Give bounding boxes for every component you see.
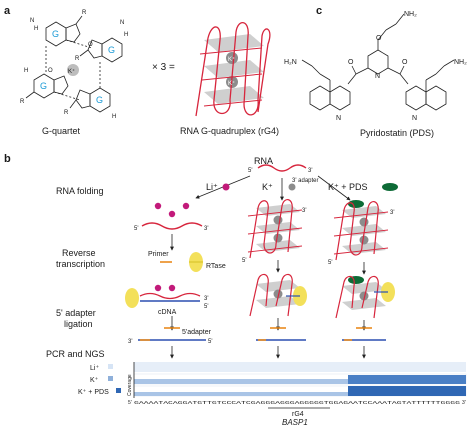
legend-swatch-k [108, 376, 113, 381]
rg4-quadruplex-drawing [195, 22, 271, 117]
legend-swatch-li [108, 364, 113, 369]
pds-o-top: O [376, 35, 382, 42]
arrow-branch-kpds [317, 175, 351, 201]
atom-h-2: H [124, 32, 128, 38]
li-column [125, 202, 206, 359]
step-rt-1: Reverse [62, 248, 96, 258]
atom-r-4: R [64, 110, 69, 116]
kpds-column [333, 200, 395, 359]
panel-a-letter: a [4, 5, 11, 17]
li-ion-icon [222, 183, 230, 191]
k-ion-circle [67, 64, 79, 76]
rg4-region-label: rG4 [292, 411, 304, 418]
times-three-label: × 3 = [152, 62, 175, 73]
pds-caption: Pyridostatin (PDS) [360, 128, 434, 138]
pds-structure [301, 13, 455, 111]
pds-nh2-top: NH₂ [404, 11, 417, 18]
step-rt-2: transcription [56, 259, 105, 269]
atom-h-4: H [112, 114, 116, 120]
g-quartet-caption: G-quartet [42, 126, 81, 136]
three-adapter-label: 3' adapter [292, 178, 319, 184]
pds-n-left-ring: N [336, 115, 341, 122]
rg4-ion-top: K⁺ [228, 56, 235, 63]
gene-label: BASP1 [282, 418, 308, 426]
pds-h2n-left: H₂N [284, 59, 297, 66]
lig-5prime: 5' [208, 339, 212, 345]
primer-label: Primer [148, 251, 169, 258]
k-ion-icon [288, 183, 296, 191]
pds-nh2-right: NH₂ [454, 59, 467, 66]
atom-h-1: H [34, 26, 38, 32]
lig-3prime: 3' [128, 339, 132, 345]
step-ligation-1: 5' adapter [56, 308, 96, 318]
g-base-1: G [52, 29, 59, 39]
seq-3prime: 3' [462, 400, 466, 406]
track-label-kpds: K⁺ + PDS [78, 389, 109, 396]
step-ligation-2: ligation [64, 319, 93, 329]
rtase-label: RTase [206, 263, 226, 270]
k-ion-label: K⁺ [68, 68, 75, 75]
cdna-label: cDNA [158, 309, 177, 316]
atom-n-2: N [30, 18, 34, 24]
atom-h-3: H [24, 68, 28, 74]
g-base-2: G [108, 45, 115, 55]
pds-n-center: N [375, 73, 380, 80]
cdna-5prime: 5' [204, 304, 208, 310]
cdna-3prime: 3' [204, 296, 208, 302]
rna-5prime: 5' [248, 168, 252, 174]
atom-o-2: O [48, 68, 53, 74]
track-kpds-low [134, 392, 348, 396]
adapter5-label: 5'adapter [182, 329, 212, 336]
atom-o-1: O [88, 42, 93, 48]
seq-5prime: 5' [128, 400, 132, 406]
kpds-3prime: 3' [390, 210, 394, 216]
g-quartet-structure [25, 15, 123, 113]
li-3prime: 3' [204, 226, 208, 232]
atom-n-1: N [120, 20, 124, 26]
condition-kpds-label: K⁺ + PDS [328, 182, 368, 192]
pds-o-right: O [402, 59, 408, 66]
g-base-3: G [40, 81, 47, 91]
g-base-4: G [96, 95, 103, 105]
track-k-low [134, 379, 348, 384]
rg4-ion-bottom: K⁺ [228, 80, 235, 87]
kpds-5prime: 5' [328, 260, 332, 266]
pds-o-left: O [348, 59, 354, 66]
track-li [134, 362, 466, 372]
rg4-caption: RNA G-quadruplex (rG4) [180, 126, 279, 136]
atom-r-1: R [82, 10, 87, 16]
step-pcr: PCR and NGS [46, 349, 105, 359]
condition-li-label: Li⁺ [206, 182, 218, 192]
atom-r-3: R [20, 99, 25, 105]
legend-swatch-kpds [116, 388, 121, 393]
atom-r-2: R [75, 56, 80, 62]
step-folding: RNA folding [56, 186, 104, 196]
coverage-axis-label: Coverage [127, 374, 133, 396]
panel-b-letter: b [4, 153, 11, 165]
panel-c-letter: c [316, 5, 322, 17]
sequence-text: GAAAATACAGGATGTTGTCCCATCGAGGGAGGGAGGGGGT… [134, 400, 460, 406]
pds-ligand-icon [382, 183, 398, 191]
track-k-high [348, 375, 466, 384]
track-label-li: Li⁺ [90, 365, 99, 372]
li-5prime: 5' [134, 226, 138, 232]
condition-k-label: K⁺ [262, 182, 273, 192]
k-3prime: 3' [302, 208, 306, 214]
k-5prime: 5' [242, 258, 246, 264]
k-column [247, 199, 307, 359]
pds-n-right-ring: N [412, 115, 417, 122]
track-label-k: K⁺ [90, 377, 99, 384]
track-kpds-high [348, 386, 466, 396]
rna-3prime: 3' [308, 168, 312, 174]
coverage-tracks [133, 362, 467, 398]
rna-label: RNA [254, 156, 273, 166]
input-rna-strand [257, 164, 307, 172]
